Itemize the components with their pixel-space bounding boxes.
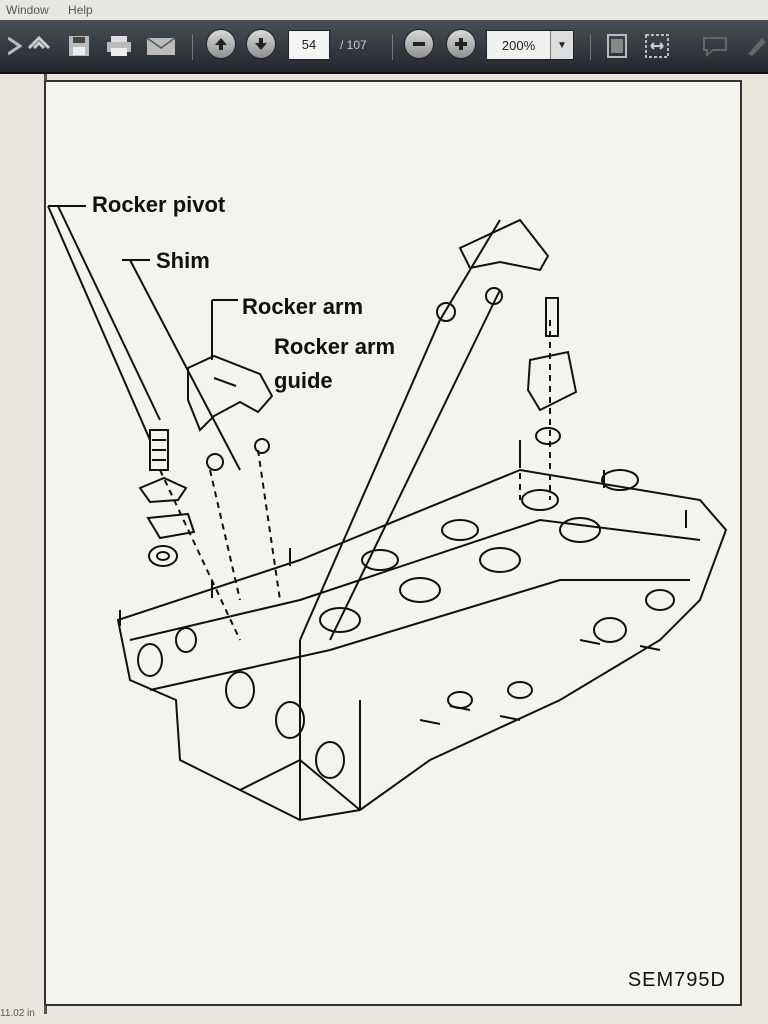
zoom-select[interactable]: 200% ▼ — [486, 30, 574, 60]
menu-help[interactable]: Help — [68, 3, 93, 17]
figure-code: SEM795D — [627, 969, 726, 991]
page-number-input[interactable]: 54 — [288, 30, 330, 60]
comment-icon[interactable] — [700, 32, 730, 60]
document-page: SEM795D — [44, 80, 742, 1006]
label-rocker-pivot: Rocker pivot — [92, 192, 226, 217]
toolbar: 54 / 107 200% ▼ — [0, 20, 768, 74]
arrow-down-icon — [246, 29, 276, 59]
toolbar-separator — [590, 34, 591, 60]
previous-page-button[interactable] — [206, 29, 236, 59]
toolbar-separator — [192, 34, 193, 60]
partial-icon[interactable] — [0, 32, 30, 60]
menu-bar: Window Help — [0, 0, 768, 20]
minus-icon — [404, 29, 434, 59]
label-rocker-arm-guide-line1: Rocker arm — [274, 334, 396, 359]
fit-width-icon[interactable] — [642, 32, 672, 60]
fit-page-icon[interactable] — [602, 32, 632, 60]
page-total: / 107 — [340, 38, 367, 52]
label-rocker-arm-guide-line2: guide — [274, 368, 333, 393]
email-icon[interactable] — [146, 32, 176, 60]
arrow-up-icon — [206, 29, 236, 59]
plus-icon — [446, 29, 476, 59]
chevron-down-icon[interactable]: ▼ — [550, 31, 573, 59]
print-icon[interactable] — [104, 32, 134, 60]
label-shim: Shim — [156, 248, 210, 273]
zoom-in-button[interactable] — [446, 29, 476, 59]
zoom-out-button[interactable] — [404, 29, 434, 59]
upload-icon[interactable] — [24, 32, 54, 60]
save-icon[interactable] — [64, 32, 94, 60]
next-page-button[interactable] — [246, 29, 276, 59]
menu-window[interactable]: Window — [6, 3, 49, 17]
sign-icon[interactable] — [742, 32, 768, 60]
toolbar-separator — [392, 34, 393, 60]
zoom-value: 200% — [501, 37, 536, 53]
page-size-status: 11.02 in — [0, 1008, 35, 1019]
label-rocker-arm: Rocker arm — [242, 294, 364, 319]
